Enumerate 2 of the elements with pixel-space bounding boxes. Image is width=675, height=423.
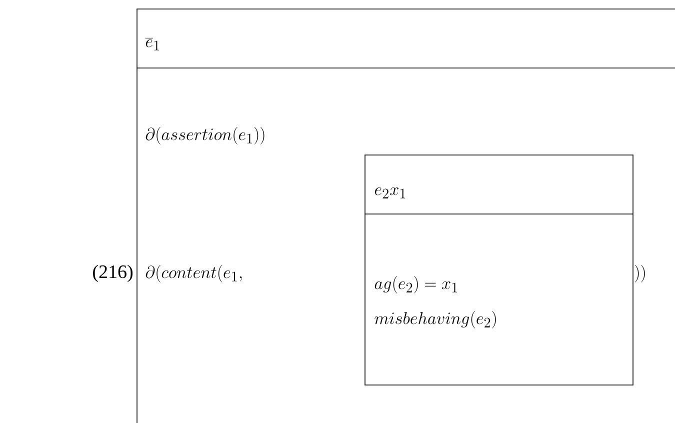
inner-drs-box: $e_2x_1$ $ag(e_2) = x_1$ $misbehaving(e_2)$: [364, 154, 634, 386]
example-number: (216): [93, 264, 133, 282]
